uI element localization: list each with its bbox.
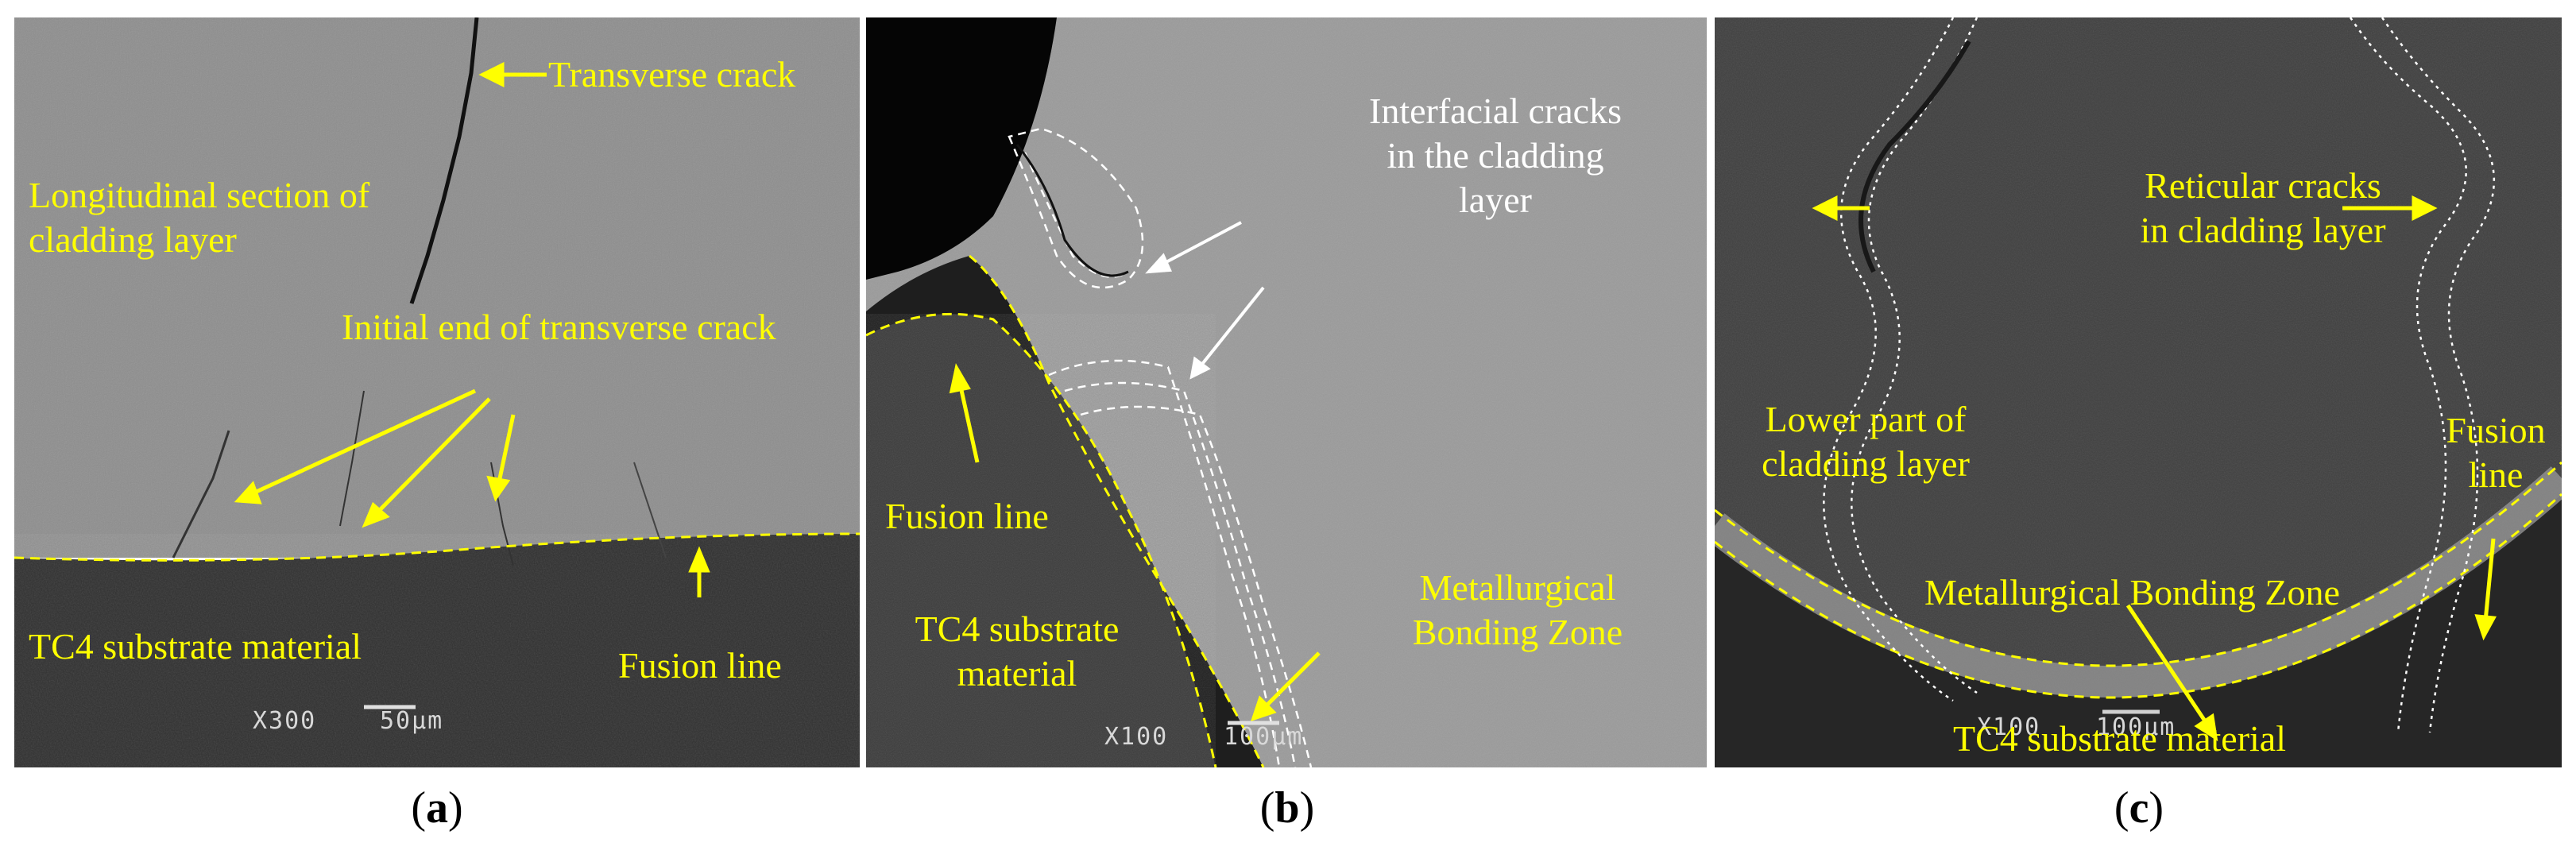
transverse-crack-line <box>409 17 479 304</box>
micrograph-panel-a: Transverse crack Longitudinal section of… <box>14 17 860 767</box>
label-initial-end: Initial end of transverse crack <box>342 307 776 347</box>
label-substrate: TC4 substrate material <box>915 609 1120 694</box>
label-substrate: TC4 substrate material <box>29 626 362 667</box>
label-transverse-crack: Transverse crack <box>548 54 796 95</box>
label-lower-part: Lower part of cladding layer <box>1762 399 1970 484</box>
magnification-a: X300 <box>253 707 317 735</box>
micrograph-a-image <box>14 17 860 767</box>
magnification-c: X100 <box>1977 713 2041 741</box>
label-longitudinal-section: Longitudinal section of cladding layer <box>29 175 370 260</box>
bonding-line-dashed <box>969 254 1265 767</box>
magnification-b: X100 <box>1104 723 1169 751</box>
micrograph-c-image <box>1715 17 2562 767</box>
label-fusion-line: Fusion line <box>618 645 782 686</box>
label-fusion-line: Fusion line <box>885 496 1049 536</box>
micrograph-b-image <box>866 17 1707 767</box>
micrograph-panel-c: Reticular cracks in cladding layer Lower… <box>1715 17 2562 767</box>
label-bonding-zone: Metallurgical Bonding Zone <box>1924 572 2340 613</box>
scale-label-b: 100μm <box>1224 723 1304 751</box>
label-bonding-zone: Metallurgical Bonding Zone <box>1412 567 1623 652</box>
caption-c: (c) <box>2114 783 2164 833</box>
substrate-region <box>1715 494 2562 767</box>
scale-label-c: 100μm <box>2096 713 2176 741</box>
interfacial-crack-outlines <box>1008 127 1313 767</box>
label-interfacial-cracks: Interfacial cracks in the cladding layer <box>1369 91 1622 220</box>
label-substrate: TC4 substrate material <box>1953 718 2286 759</box>
caption-a: (a) <box>411 783 463 833</box>
void-region <box>866 17 1057 280</box>
fusion-line-dashed <box>866 312 1217 767</box>
label-fusion-line: Fusion line <box>2446 410 2546 495</box>
reticular-crack-outlines <box>1823 17 2496 733</box>
fusion-line-dashed <box>1715 493 2562 699</box>
caption-b: (b) <box>1259 783 1315 833</box>
micrograph-panel-b: Interfacial cracks in the cladding layer… <box>866 17 1707 767</box>
fusion-line-dashed <box>14 532 860 562</box>
bonding-zone-band <box>1715 466 2562 698</box>
scale-label-a: 50μm <box>380 707 444 735</box>
label-reticular-cracks: Reticular cracks in cladding layer <box>2140 165 2386 250</box>
